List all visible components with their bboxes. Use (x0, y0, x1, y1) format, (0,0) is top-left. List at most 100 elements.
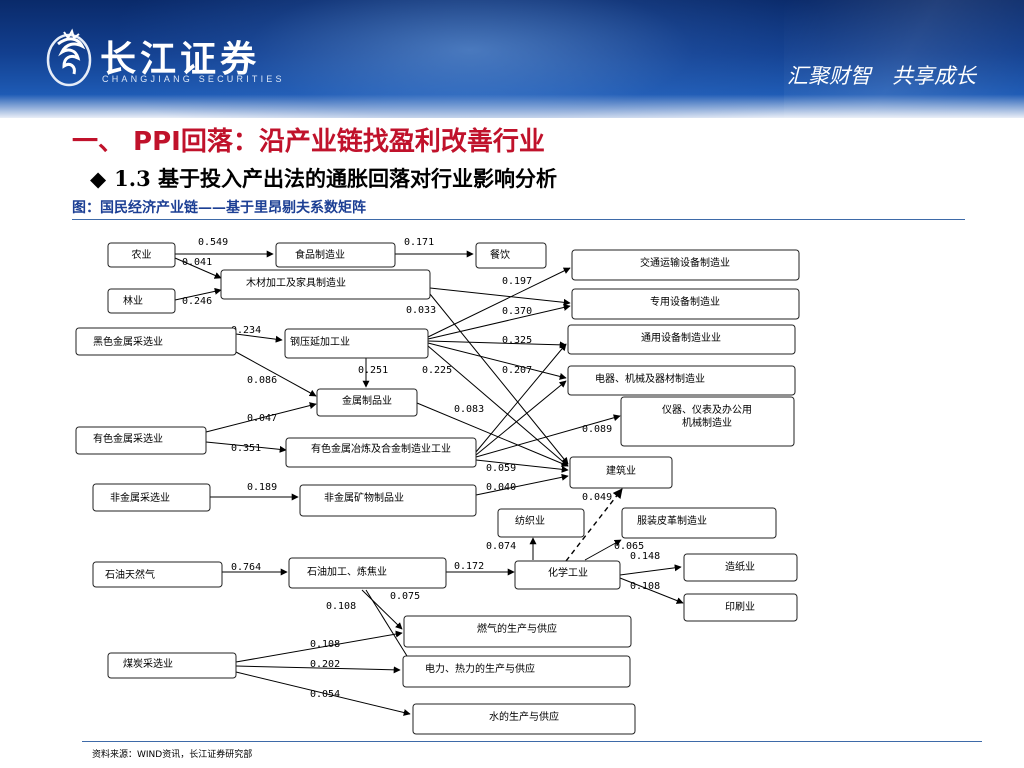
node-nonferrous-smelting-label: 有色金属冶炼及合金制造业工业 (311, 442, 451, 455)
node-instruments-label: 仪器、仪表及办公用机械制造业 (662, 403, 752, 429)
edge-chem-apparel (584, 539, 622, 561)
subtitle-text: 1.3 基于投入产出法的通胀回落对行业影响分析 (114, 166, 558, 191)
edge-forest-wood (174, 287, 222, 301)
node-special-equip: 专用设备制造业 (571, 288, 800, 320)
label-nonmetal-construction: 0.040 (486, 482, 516, 493)
node-water: 水的生产与供应 (412, 703, 636, 735)
label-food-catering: 0.171 (404, 237, 434, 248)
edge-petro-power (365, 589, 413, 665)
label-chem-textile: 0.074 (486, 541, 516, 552)
nodes: 农业 林业 黑色金属采选业 有色金属采选业 非金属采选业 石油天然气 煤炭采选业… (75, 242, 800, 735)
edge-nonmetal-construction (475, 473, 569, 496)
node-paper: 造纸业 (683, 553, 798, 582)
node-chemical: 化学工业 (514, 560, 621, 590)
header-stripe (784, 0, 1024, 118)
node-water-label: 水的生产与供应 (489, 710, 559, 723)
edge-steel-transport (427, 267, 571, 338)
edge-nonferrous-smelting (205, 441, 287, 453)
node-apparel-label: 服装皮革制造业 (637, 514, 707, 527)
node-textile: 纺织业 (497, 508, 585, 538)
node-forest: 林业 (107, 288, 176, 314)
node-food: 食品制造业 (275, 242, 396, 268)
node-gas-label: 燃气的生产与供应 (477, 622, 557, 635)
edge-smelting-electrical (475, 380, 567, 456)
node-nonferrous-mining: 有色金属采选业 (75, 426, 207, 455)
edge-nonferrous-metal (205, 402, 317, 433)
label-chem-construction: 0.049 (582, 492, 612, 503)
node-food-label: 食品制造业 (295, 248, 345, 261)
node-wood-label: 木材加工及家具制造业 (246, 276, 346, 289)
node-petro: 石油加工、炼焦业 (288, 557, 447, 589)
divider-top (72, 219, 965, 220)
label-forest-wood: 0.246 (182, 296, 212, 307)
edge-steel-general (427, 340, 567, 349)
label-petro-power: 0.108 (326, 601, 356, 612)
node-printing-label: 印刷业 (725, 601, 755, 613)
label-ferrous-metal: 0.086 (247, 375, 277, 386)
label-smelting-construction: 0.059 (486, 463, 516, 474)
node-catering: 餐饮 (475, 242, 547, 269)
node-electrical-label: 电器、机械及器材制造业 (595, 372, 705, 385)
node-metal-products-label: 金属制品业 (342, 394, 392, 407)
node-steel-label: 钢压延加工业 (290, 335, 350, 348)
node-printing: 印刷业 (683, 593, 798, 622)
node-chemical-label: 化学工业 (548, 566, 588, 579)
edge-coal-water (235, 671, 411, 716)
diamond-bullet-icon: ◆ (90, 167, 107, 191)
node-electrical: 电器、机械及器材制造业 (567, 365, 796, 396)
node-general-equip-label: 通用设备制造业业 (641, 331, 721, 344)
node-coal-label: 煤炭采选业 (123, 657, 173, 670)
logo-chinese: 长江证券 (100, 39, 261, 80)
node-oil-gas-label: 石油天然气 (105, 568, 155, 581)
label-wood-out: 0.033 (406, 305, 436, 316)
node-nonmetal-products-label: 非金属矿物制品业 (324, 491, 404, 504)
figure-caption: 图：国民经济产业链——基于里昂剔夫系数矩阵 (72, 200, 366, 216)
edge-chem-construction (565, 488, 623, 562)
label-steel-electrical: 0.207 (502, 365, 532, 376)
node-gas: 燃气的生产与供应 (403, 615, 632, 648)
changjiang-logo-icon (46, 28, 92, 87)
edges (174, 250, 684, 716)
edge-smelting-instruments (475, 414, 621, 458)
label-steel-special: 0.370 (502, 306, 532, 317)
node-nonferrous-smelting: 有色金属冶炼及合金制造业工业 (285, 437, 477, 468)
label-nonferrous-metal: 0.047 (247, 413, 277, 424)
edge-coal-power (235, 665, 401, 674)
edge-metal-construction (416, 402, 569, 467)
edge-chem-paper (619, 564, 682, 576)
node-textile-label: 纺织业 (515, 514, 545, 527)
node-apparel: 服装皮革制造业 (621, 507, 777, 539)
label-agri-wood: 0.041 (182, 257, 212, 268)
node-coal: 煤炭采选业 (107, 652, 237, 679)
node-ferrous-mining: 黑色金属采选业 (75, 327, 237, 356)
label-steel-construction: 0.225 (422, 365, 452, 376)
label-oil-petro: 0.764 (231, 562, 261, 573)
label-chem-paper: 0.148 (630, 551, 660, 562)
node-instruments: 仪器、仪表及办公用机械制造业 (620, 396, 795, 447)
label-petro-gas: 0.075 (390, 591, 420, 602)
label-coal-power: 0.202 (310, 659, 340, 670)
source-note: 资料来源：WIND资讯，长江证券研究部 (92, 750, 253, 760)
node-transport-equip-label: 交通运输设备制造业 (640, 256, 730, 269)
label-steel-general: 0.325 (502, 335, 532, 346)
edge-ferrous-metal (235, 351, 317, 397)
header-glow (120, 0, 820, 118)
edge-steel-construction (427, 345, 569, 467)
label-wood-construction: 0.197 (502, 276, 532, 287)
label-agri-food: 0.549 (198, 237, 228, 248)
edge-agri-wood (174, 257, 222, 279)
node-nonmetal-mining-label: 非金属采选业 (110, 491, 170, 504)
edge-labels: 0.549 0.171 0.041 0.246 0.197 0.033 0.23… (182, 237, 660, 700)
edge-smelting-construction (475, 459, 569, 473)
label-steel-metal: 0.251 (358, 365, 388, 376)
node-paper-label: 造纸业 (725, 560, 755, 573)
edge-ferrous-steel (235, 333, 283, 343)
node-special-equip-label: 专用设备制造业 (650, 295, 720, 308)
edge-wood-special (429, 287, 571, 306)
label-metal-construction: 0.083 (454, 404, 484, 415)
node-power: 电力、热力的生产与供应 (402, 655, 631, 688)
label-coal-gas: 0.108 (310, 639, 340, 650)
node-forest-label: 林业 (123, 294, 143, 307)
label-coal-water: 0.054 (310, 689, 340, 700)
logo-english: CHANGJIANG SECURITIES (102, 74, 285, 84)
